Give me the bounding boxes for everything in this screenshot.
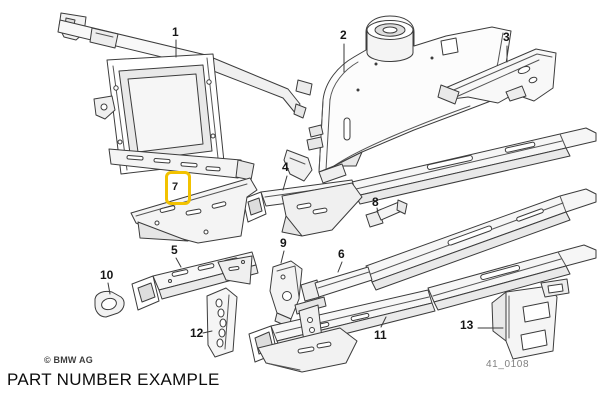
part-4-engine-support-front (243, 180, 362, 236)
part-1-front-panel (58, 13, 312, 181)
part-label-12: 12 (190, 326, 204, 340)
part-7-support-plate (131, 178, 257, 243)
part-3-engine-support (438, 49, 556, 104)
part-label-11: 11 (374, 328, 387, 342)
part-highlight-box: 7 (165, 171, 191, 205)
bmw-copyright: © BMW AG (44, 355, 93, 365)
side-member-rail-lower (428, 245, 596, 310)
part-5-side-member-front (132, 252, 258, 310)
part-6-support-rail (301, 267, 372, 301)
part-label-5: 5 (171, 243, 178, 257)
part-label-9: 9 (280, 236, 287, 250)
drawing-number: 41_0108 (486, 359, 530, 370)
part-label-2: 2 (340, 28, 347, 42)
part-9-bracket (270, 261, 302, 327)
part-11-engine-support (249, 290, 435, 372)
part-label-10: 10 (100, 268, 114, 282)
part-12-reinforcement-plate (207, 288, 237, 357)
part-8-bracket (366, 200, 407, 227)
part-2-wheelhouse (296, 16, 511, 183)
caption-part-number-example: PART NUMBER EXAMPLE (7, 370, 220, 389)
part-label-6: 6 (338, 247, 345, 261)
side-member-rail-middle (366, 189, 596, 290)
part-label-4: 4 (282, 160, 289, 174)
leader-lines (108, 40, 507, 333)
part-label-8: 8 (372, 195, 379, 209)
part-10-cap (95, 291, 124, 317)
part-label-3: 3 (503, 30, 510, 44)
part-label-13: 13 (460, 318, 474, 332)
part-13-mount-bracket (492, 279, 569, 359)
part-label-7: 7 (171, 181, 179, 193)
part-label-1: 1 (172, 25, 179, 39)
side-member-rail-upper (352, 128, 596, 204)
